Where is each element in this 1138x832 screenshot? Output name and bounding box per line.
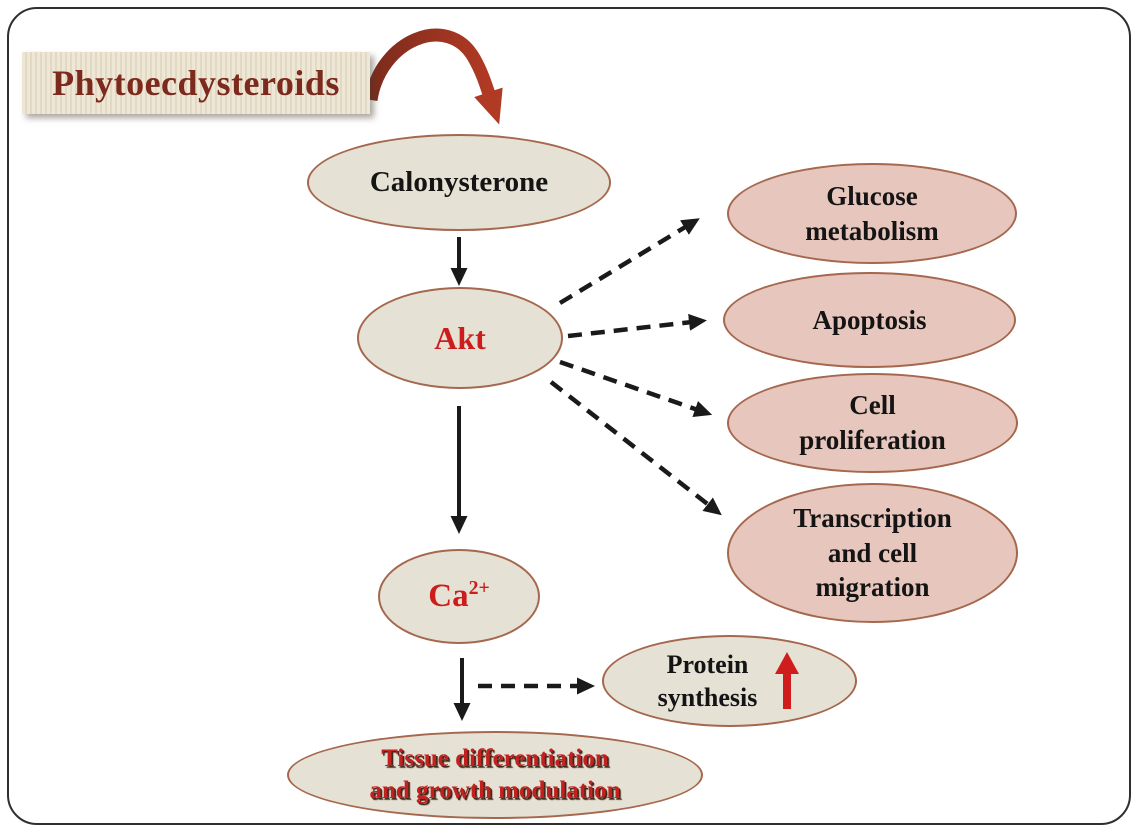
calcium-label-superscript: 2+ (468, 577, 490, 600)
increase-arrow-icon (775, 652, 800, 709)
cell-proliferation-label: Cell proliferation (799, 390, 946, 455)
node-tissue-growth: Tissue differentiation and growth modula… (287, 731, 703, 819)
edge-akt-transcription (549, 380, 722, 516)
transcription-migration-label: Transcription and cell migration (793, 503, 952, 603)
edge-akt-proliferation (559, 359, 713, 418)
node-calonysterone: Calonysterone (307, 134, 611, 231)
edge-akt-glucose (558, 218, 700, 305)
calcium-label: Ca2+ (428, 575, 490, 617)
node-akt: Akt (357, 287, 563, 389)
calcium-label-base: Ca (428, 578, 469, 615)
akt-label: Akt (434, 319, 486, 356)
apoptosis-label: Apoptosis (812, 304, 927, 335)
node-calcium: Ca2+ (378, 549, 540, 644)
edge-phytoecdysteroids-calonysterone (364, 28, 503, 125)
node-apoptosis: Apoptosis (723, 272, 1016, 368)
calonysterone-label: Calonysterone (369, 165, 549, 198)
figure-border (7, 7, 1131, 825)
node-transcription-migration: Transcription and cell migration (727, 483, 1018, 623)
tissue-growth-label: Tissue differentiation and growth modula… (369, 745, 621, 804)
node-cell-proliferation: Cell proliferation (727, 373, 1018, 473)
phytoecdysteroids-title-box: Phytoecdysteroids (22, 52, 370, 114)
node-protein-synthesis: Protein synthesis (602, 635, 857, 727)
protein-synthesis-label: Protein synthesis (657, 649, 758, 712)
glucose-metabolism-label: Glucose metabolism (805, 180, 939, 246)
node-glucose-metabolism: Glucose metabolism (727, 163, 1017, 264)
edge-akt-apoptosis (567, 313, 707, 339)
phytoecdysteroids-label: Phytoecdysteroids (52, 63, 340, 103)
